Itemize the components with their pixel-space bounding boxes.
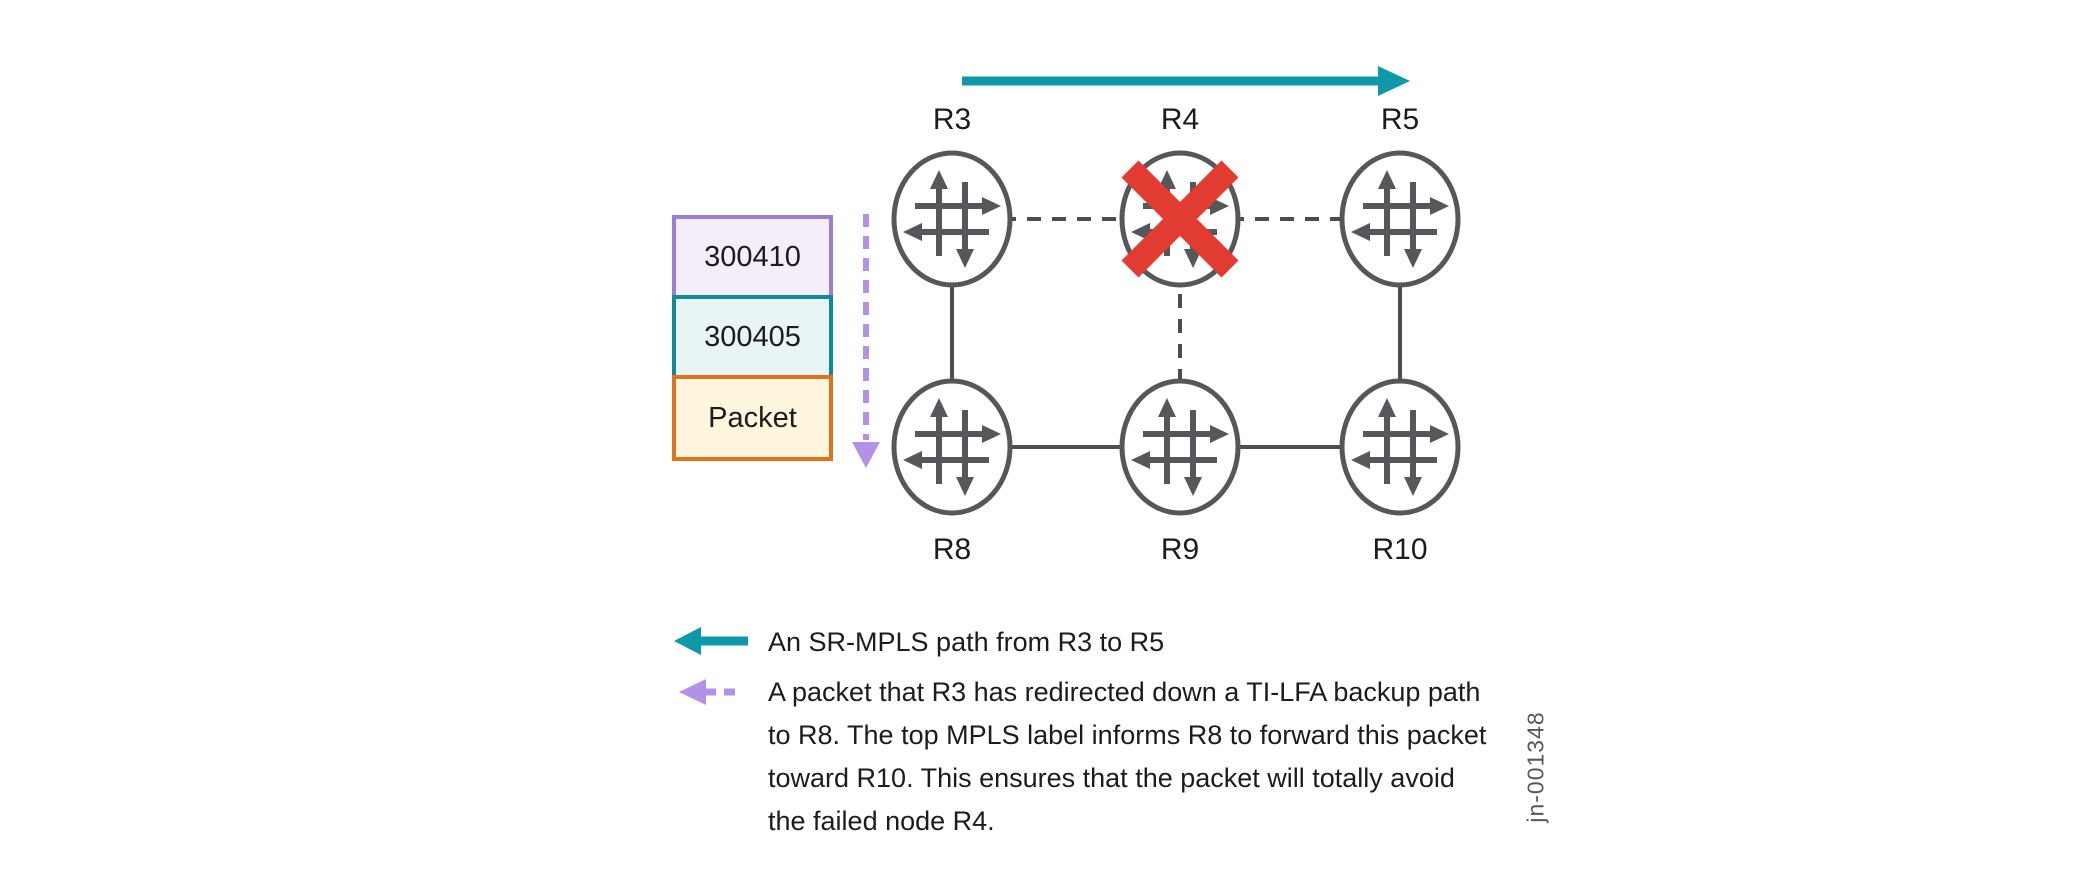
mpls-label-bottom-text: 300405 [704, 320, 801, 353]
legend-entry-backup-path: A packet that R3 has redirected down a T… [768, 677, 1487, 836]
router-label-r3: R3 [932, 103, 972, 136]
router-icon-r5 [1342, 153, 1458, 285]
router-label-r4: R4 [1160, 103, 1200, 136]
figure-id-label: jn-001348 [1522, 711, 1549, 823]
router-label-r10: R10 [1372, 533, 1428, 566]
packet-box: Packet [672, 375, 833, 461]
mpls-label-top-text: 300410 [704, 240, 801, 273]
mpls-label-top: 300410 [672, 215, 833, 299]
router-icon-r8 [894, 381, 1010, 513]
packet-box-text: Packet [708, 401, 797, 434]
sr-mpls-path-arrow-icon [962, 66, 1410, 96]
router-icon-r3 [894, 153, 1010, 285]
router-label-r5: R5 [1380, 103, 1420, 136]
router-label-r9: R9 [1160, 533, 1200, 566]
legend-solid-teal-arrow-icon [674, 627, 748, 655]
router-label-r8: R8 [932, 533, 972, 566]
backup-path-arrow-icon [852, 214, 880, 468]
failed-node-x-icon [1121, 160, 1239, 278]
legend-dashed-purple-arrow-icon [679, 679, 742, 705]
mpls-label-bottom: 300405 [672, 295, 833, 379]
router-icon-r9 [1122, 381, 1238, 513]
router-icon-r10 [1342, 381, 1458, 513]
legend-entry-sr-mpls-path: An SR-MPLS path from R3 to R5 [768, 627, 1165, 657]
